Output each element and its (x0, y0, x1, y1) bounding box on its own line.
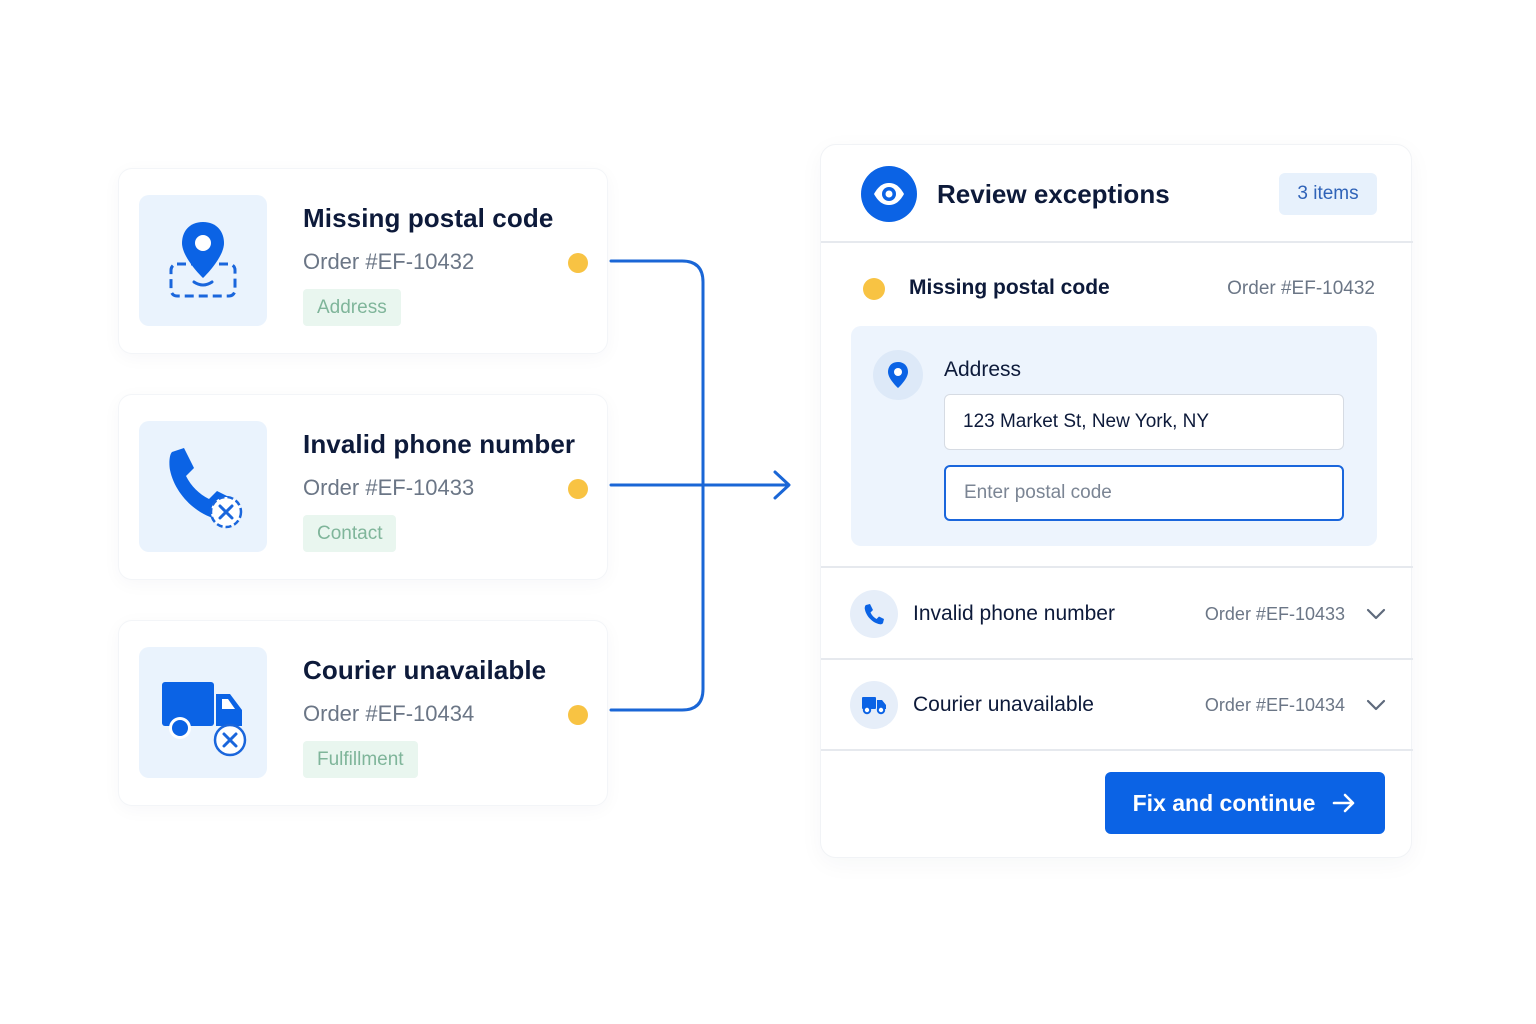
divider (821, 566, 1413, 568)
exception-card-postal-code[interactable]: Missing postal code Order #EF-10432 Addr… (118, 168, 608, 354)
address-pin-badge (873, 350, 923, 400)
truck-icon (862, 697, 886, 715)
row-icon-badge (850, 590, 898, 638)
exception-title: Courier unavailable (303, 655, 547, 685)
active-exception-order: Order #EF-10432 (1227, 278, 1375, 299)
warning-status-dot (568, 479, 588, 499)
warning-status-dot (863, 278, 885, 300)
exception-title: Invalid phone number (303, 429, 576, 459)
review-icon (861, 166, 917, 222)
category-tag: Fulfillment (303, 741, 418, 778)
exception-card-phone[interactable]: Invalid phone number Order #EF-10433 Con… (118, 394, 608, 580)
street-address-input[interactable] (944, 394, 1344, 450)
panel-title: Review exceptions (937, 179, 1170, 209)
review-panel: Review exceptions 3 items Missing postal… (820, 144, 1413, 858)
icon-tile (139, 195, 267, 326)
category-tag: Address (303, 289, 401, 326)
divider (821, 241, 1413, 243)
arrow-right-icon (1333, 793, 1355, 813)
exception-row-courier[interactable]: Courier unavailable Order #EF-10434 (821, 660, 1413, 750)
truck-error-icon (162, 681, 247, 756)
row-title: Courier unavailable (913, 693, 1094, 716)
location-pin-icon (888, 362, 908, 388)
address-editor: Address (851, 326, 1377, 546)
exception-order: Order #EF-10432 (303, 249, 475, 274)
location-pin-icon (169, 221, 237, 297)
chevron-down-icon[interactable] (1365, 694, 1387, 716)
item-count-badge: 3 items (1279, 173, 1377, 215)
icon-tile (139, 647, 267, 778)
row-title: Invalid phone number (913, 602, 1115, 625)
row-icon-badge (850, 681, 898, 729)
chevron-down-icon[interactable] (1365, 603, 1387, 625)
warning-status-dot (568, 705, 588, 725)
exception-card-courier[interactable]: Courier unavailable Order #EF-10434 Fulf… (118, 620, 608, 806)
address-label: Address (944, 358, 1022, 381)
eye-icon (874, 183, 904, 205)
fix-and-continue-button[interactable]: Fix and continue (1105, 772, 1385, 834)
exception-order: Order #EF-10434 (303, 701, 475, 726)
phone-icon (864, 604, 884, 625)
row-order: Order #EF-10433 (1204, 604, 1345, 624)
category-tag: Contact (303, 515, 397, 552)
icon-tile (139, 421, 267, 552)
exception-title: Missing postal code (303, 203, 554, 233)
divider (821, 749, 1413, 751)
divider (821, 658, 1413, 660)
active-exception-title: Missing postal code (909, 276, 1110, 299)
button-label: Fix and continue (1132, 789, 1316, 816)
postal-code-input[interactable] (944, 465, 1344, 521)
warning-status-dot (568, 253, 588, 273)
phone-error-icon (169, 447, 243, 528)
row-order: Order #EF-10434 (1204, 695, 1345, 715)
exception-row-phone[interactable]: Invalid phone number Order #EF-10433 (821, 569, 1413, 659)
exception-order: Order #EF-10433 (303, 475, 475, 500)
